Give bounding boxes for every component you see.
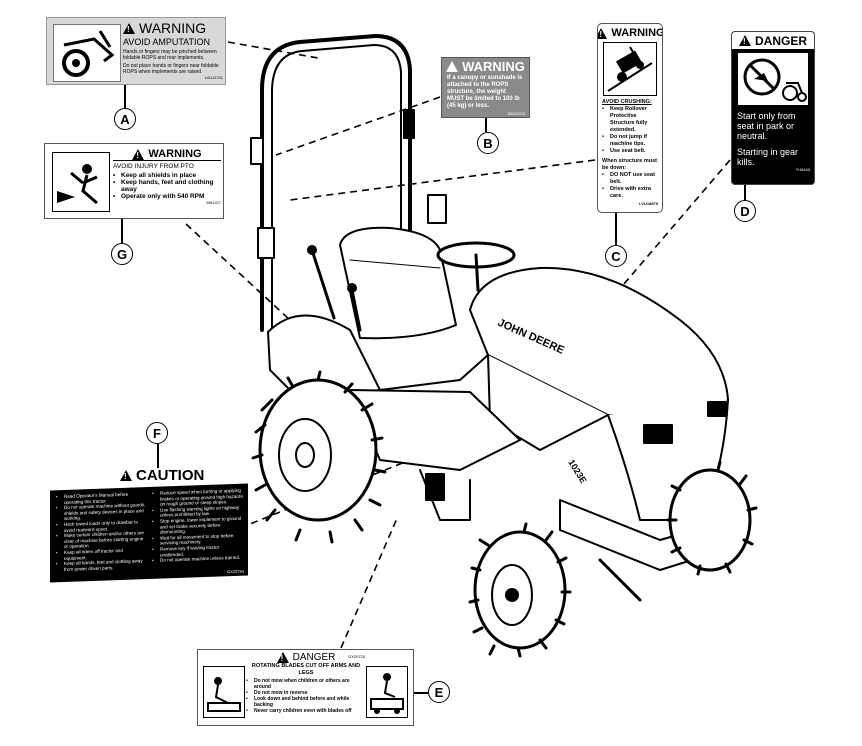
- label-b-code: BM15700: [507, 111, 525, 116]
- label-g-bullet: Keep all shields in place: [113, 172, 221, 179]
- label-c-bullet: DO NOT use seat belt.: [602, 172, 658, 186]
- label-b: WARNING If a canopy or sunshade is attac…: [441, 57, 530, 118]
- label-g: WARNING AVOID INJURY FROM PTO Keep all s…: [44, 143, 224, 219]
- callout-e: E: [428, 681, 450, 703]
- danger-triangle-icon: [738, 35, 751, 46]
- mower-pictogram-left-icon: [203, 666, 245, 718]
- label-e-title: ROTATING BLADES CUT OFF ARMS AND LEGS: [251, 663, 361, 676]
- callout-b: B: [477, 132, 499, 154]
- callout-c: C: [605, 245, 627, 267]
- label-e-bullet: Look down and behind before and while ba…: [246, 696, 366, 708]
- label-d-text-2: Starting in gear kills.: [737, 147, 799, 167]
- warning-triangle-icon: [446, 61, 459, 72]
- callout-d: D: [734, 200, 756, 222]
- front-tire-left: [468, 522, 572, 658]
- label-c-code: LVU18879: [639, 201, 658, 206]
- label-d-code: TH8163: [795, 167, 810, 172]
- leader-line-a: [227, 41, 319, 59]
- label-d-header: DANGER: [754, 33, 807, 48]
- label-g-title: AVOID INJURY FROM PTO: [113, 163, 194, 170]
- label-f-bullet: Keep all hands, feet and clothing away f…: [56, 558, 146, 572]
- label-c: WARNING AVOID CRUSHING: Keep Rollover Pr…: [597, 23, 663, 213]
- label-c-mid: When structure must be down:: [602, 158, 658, 171]
- rops-frame: [260, 34, 412, 332]
- label-e-header: DANGER: [292, 652, 336, 663]
- label-f-header: CAUTION: [136, 467, 205, 484]
- label-c-bullet: Drive with extra care.: [602, 186, 658, 200]
- label-b-text: If a canopy or sunshade is attached to t…: [447, 75, 523, 109]
- label-c-header: WARNING: [611, 27, 663, 39]
- label-f: CAUTION Read Operator's Manual before op…: [50, 467, 248, 583]
- leader-line-c: [289, 159, 596, 201]
- label-a-line-1: Hands or fingers may be pinched between …: [123, 49, 217, 61]
- warning-triangle-icon: [123, 22, 135, 34]
- callout-g: G: [111, 243, 133, 265]
- leader-line-b: [275, 96, 441, 156]
- rear-tire: [251, 370, 387, 544]
- callout-f: F: [146, 422, 168, 444]
- danger-triangle-icon: [276, 652, 289, 663]
- label-g-bullet: Operate only with 540 RPM: [113, 193, 221, 200]
- label-e-code: GX20725: [348, 654, 365, 659]
- pto-pictogram-icon: [52, 152, 110, 212]
- label-a-header: WARNING: [139, 20, 207, 36]
- label-c-title: AVOID CRUSHING:: [602, 99, 652, 105]
- no-start-pictogram-icon: [738, 53, 808, 105]
- label-g-bullet: Keep hands, feet and clothing away: [113, 179, 221, 193]
- model-label: 1023E: [566, 458, 588, 485]
- warning-triangle-icon: [132, 148, 145, 160]
- label-c-bullet: Do not jump if machine tips.: [602, 134, 658, 148]
- leader-lines: [185, 41, 731, 649]
- label-c-bullet: Use seat belt.: [602, 148, 658, 155]
- label-c-bullet: Keep Rollover Protective Structure fully…: [602, 106, 658, 134]
- label-e-bullet: Do not mow in reverse: [246, 690, 366, 696]
- callout-a: A: [114, 108, 136, 130]
- tractor: JOHN DEERE 1023E: [250, 34, 758, 658]
- label-d: DANGER Start only from seat in park or n…: [731, 31, 815, 185]
- leader-line-e: [340, 515, 399, 649]
- label-a: WARNING AVOID AMPUTATION Hands or finger…: [46, 17, 226, 85]
- label-e-bullet: Do not mow when children or others are a…: [246, 678, 366, 690]
- label-a-line-2: Do not place hands or fingers near folda…: [123, 63, 219, 75]
- label-g-header: WARNING: [148, 148, 202, 160]
- label-e: DANGER ROTATING BLADES CUT OFF ARMS AND …: [197, 649, 414, 726]
- label-a-code: LVU11751: [204, 75, 223, 80]
- label-g-code: M81227: [206, 200, 221, 205]
- label-a-pictogram: [53, 24, 121, 82]
- label-b-header: WARNING: [462, 59, 525, 74]
- label-d-text-1: Start only from seat in park or neutral.: [737, 111, 796, 141]
- label-a-title: AVOID AMPUTATION: [123, 37, 211, 47]
- label-f-code: GX20744: [227, 568, 244, 575]
- seat: [339, 226, 457, 340]
- mower-pictogram-right-icon: [366, 666, 408, 718]
- warning-triangle-icon: [598, 27, 608, 39]
- rollover-pictogram-icon: [603, 42, 657, 96]
- front-tire-right: [666, 460, 758, 576]
- label-e-bullet: Never carry children even with blades of…: [246, 708, 366, 714]
- leader-line-d: [599, 159, 731, 313]
- caution-triangle-icon: [120, 470, 132, 481]
